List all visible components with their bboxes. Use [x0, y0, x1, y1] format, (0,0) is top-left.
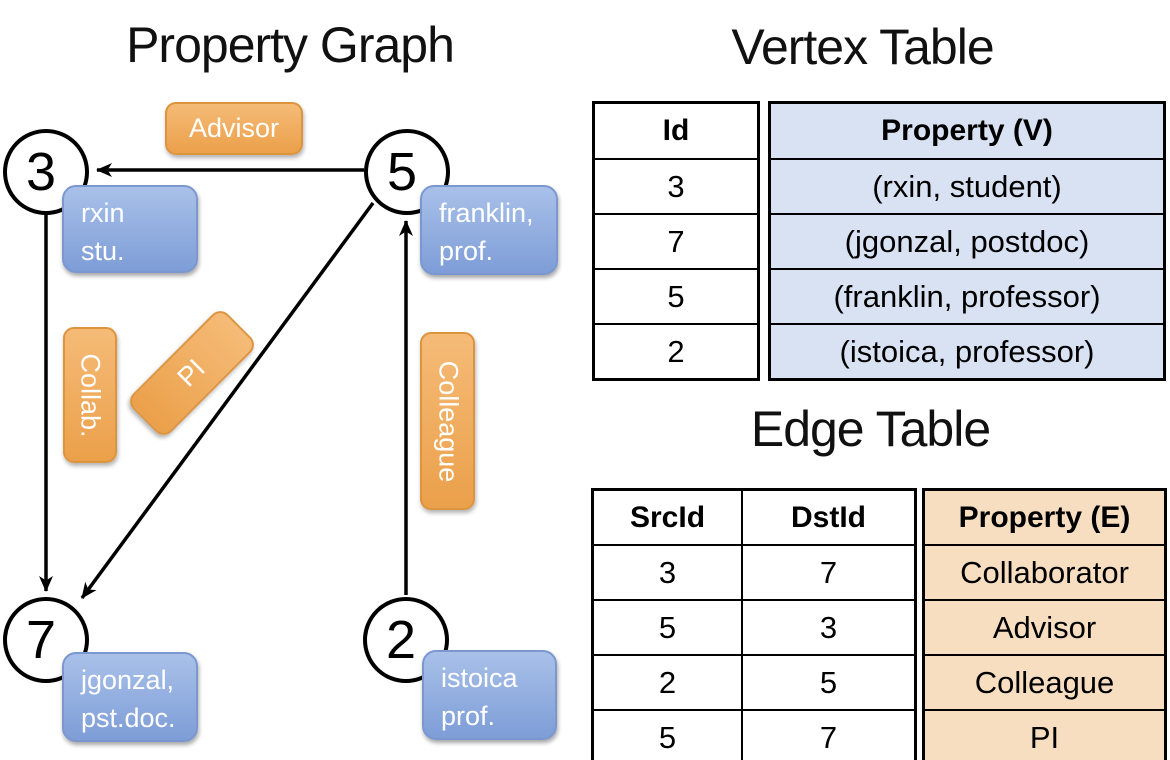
src-cell: 5: [658, 720, 677, 755]
edge-table-ids-header: SrcId DstId: [594, 491, 914, 544]
edge-table-property-cell: Colleague: [925, 654, 1164, 709]
edge-pi-5-to-7: [80, 201, 375, 600]
src-cell: 2: [658, 665, 677, 700]
vertex-table-property-cell: (istoica, professor): [771, 323, 1163, 378]
src-cell: 3: [658, 555, 677, 590]
edge-label-advisor: Advisor: [165, 102, 303, 155]
vertex-prop-box-3: rxin stu.: [62, 185, 198, 273]
prop-line: pst.doc.: [81, 702, 176, 733]
edge-label-collab: Collab.: [63, 327, 117, 463]
vertex-table-id-cell: 2: [595, 323, 757, 378]
edge-table-property-header: Property (E): [958, 501, 1131, 534]
edge-label-text: Collab.: [75, 352, 106, 438]
vertex-table-property-cell: (rxin, student): [771, 158, 1163, 213]
vertex-table-id-column: Id 3 7 5 2: [592, 101, 760, 381]
dst-cell: 3: [741, 601, 914, 654]
vertex-table-id-cell: 3: [595, 158, 757, 213]
edge-label-text: PI: [172, 353, 212, 393]
prop-line: stu.: [81, 235, 125, 266]
vertex-table-id-cell: 7: [595, 213, 757, 268]
prop-line: prof.: [439, 235, 494, 266]
vertex-table-property-cell: (franklin, professor): [771, 268, 1163, 323]
edge-label-text: Colleague: [433, 360, 463, 482]
property-graph-title: Property Graph: [126, 17, 455, 73]
vertex-prop-box-2: istoica prof.: [422, 650, 557, 740]
edge-table-dst-header: DstId: [741, 491, 914, 544]
dst-cell: 7: [741, 711, 914, 760]
vertex-id: 3: [25, 142, 57, 202]
vertex-prop-box-7: jgonzal, pst.doc.: [62, 652, 198, 742]
dst-cell: 7: [741, 546, 914, 599]
edge-label-text: Advisor: [188, 113, 280, 143]
edge-table-property-cell: Collaborator: [925, 544, 1164, 599]
edge-table-src-header: SrcId: [629, 501, 706, 534]
vertex-id: 2: [385, 610, 417, 670]
vertex-table-title: Vertex Table: [731, 19, 994, 75]
edge-table-property-cell: PI: [925, 709, 1164, 760]
prop-line: franklin,: [439, 198, 534, 228]
vertex-table-property-cell: (jgonzal, postdoc): [771, 213, 1163, 268]
vertex-table-id-header: Id: [662, 114, 690, 147]
edge-label-colleague: Colleague: [420, 332, 475, 510]
edge-table-title: Edge Table: [750, 401, 991, 457]
vertex-table-property-column: Property (V) (rxin, student) (jgonzal, p…: [768, 101, 1166, 381]
prop-line: rxin: [81, 198, 125, 228]
prop-line: istoica: [441, 663, 518, 693]
edge-table-property-column: Property (E) Collaborator Advisor Collea…: [922, 488, 1167, 760]
prop-line: prof.: [441, 700, 496, 731]
vertex-table-property-header: Property (V): [881, 114, 1053, 147]
dst-cell: 5: [741, 656, 914, 709]
src-cell: 5: [658, 610, 677, 645]
vertex-id: 7: [25, 610, 57, 670]
vertex-table-id-cell: 5: [595, 268, 757, 323]
vertex-circle-2: 2: [363, 597, 449, 683]
vertex-prop-box-5: franklin, prof.: [420, 185, 558, 275]
edge-table-property-cell: Advisor: [925, 599, 1164, 654]
prop-line: jgonzal,: [81, 665, 175, 695]
vertex-id: 5: [386, 142, 418, 202]
vertex-circle-5: 5: [364, 129, 450, 215]
